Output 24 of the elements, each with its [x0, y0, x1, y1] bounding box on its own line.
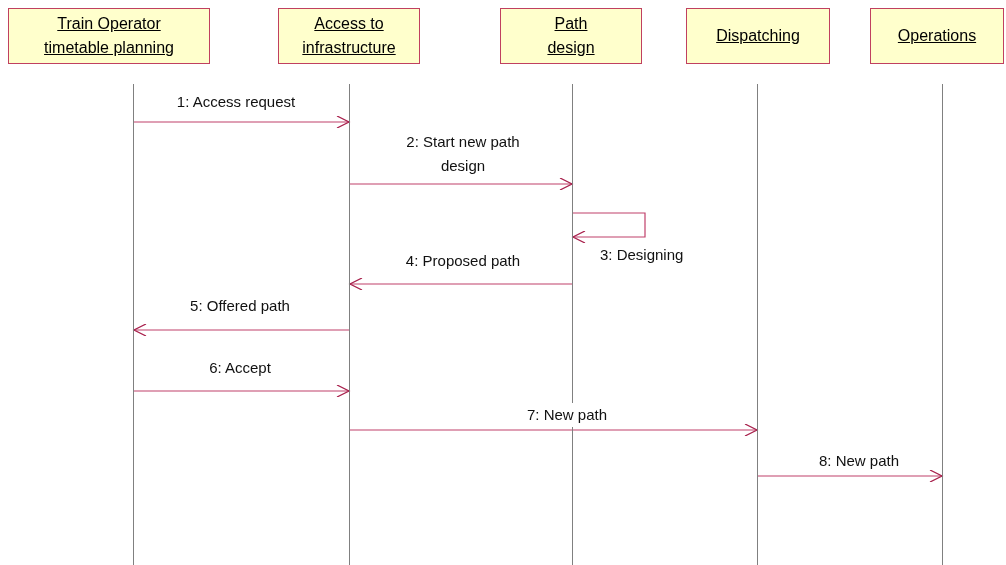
lifeline: [757, 84, 758, 565]
lifeline: [572, 84, 573, 565]
lifeline: [942, 84, 943, 565]
participant-name: Dispatching: [716, 26, 800, 46]
lifeline-header-box: [8, 8, 210, 64]
message-arrow: [572, 212, 646, 244]
participant-name: Operations: [897, 26, 977, 46]
message-arrow: [133, 323, 350, 337]
lifeline-header-box: [500, 8, 642, 64]
lifeline-header-box: [686, 8, 830, 64]
lifeline-header-box: [870, 8, 1004, 64]
participant-name: Train Operator timetable planning: [43, 14, 175, 58]
message-arrow: [349, 423, 758, 437]
participant-name: Path design: [546, 14, 596, 58]
message-arrow: [757, 469, 943, 483]
message-label: 7: New path: [524, 403, 609, 427]
participant-name: Access to infrastructure: [301, 14, 397, 58]
lifeline: [133, 84, 134, 565]
message-arrow: [133, 384, 350, 398]
message-arrow: [349, 177, 573, 191]
lifeline: [349, 84, 350, 565]
message-arrow: [133, 115, 350, 129]
lifeline-header-box: [278, 8, 420, 64]
message-arrow: [349, 277, 573, 291]
